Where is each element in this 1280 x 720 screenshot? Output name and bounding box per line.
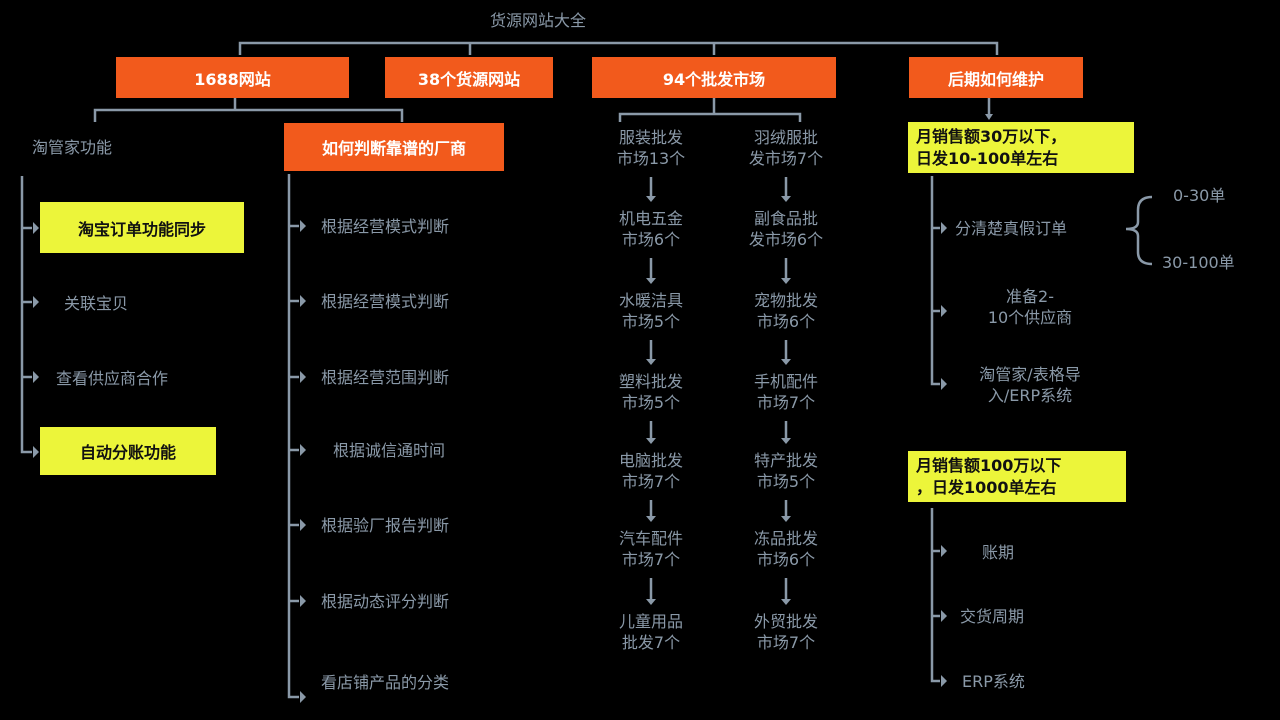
import-line1: 淘管家/表格导 [979,365,1081,384]
market-line: 发市场7个 [748,149,824,168]
market-item: 特产批发市场5个 [726,450,846,492]
vendor-item: 看店铺产品的分类 [321,673,450,692]
down-arrow-head [781,359,791,365]
market-line: 服装批发 [618,128,683,147]
import-line2: 入/ERP系统 [987,386,1073,405]
box-1688: 1688网站 [116,57,349,98]
vendor-item: 根据验厂报告判断 [321,516,450,535]
box1-line1: 月销售额30万以下， [916,126,1067,146]
prepare-line2: 10个供应商 [987,308,1073,327]
market-line: 市场5个 [756,472,816,491]
down-arrow-head [781,196,791,202]
item-order-sync: 淘宝订单功能同步 [40,202,244,253]
market-item: 儿童用品批发7个 [591,611,711,653]
down-arrow-head [781,599,791,605]
down-arrow-head [646,438,656,444]
market-line: 特产批发 [753,451,818,470]
box1-line2: 日发10-100单左右 [916,148,1059,168]
range-0-30: 0-30单 [1173,186,1226,205]
item-payment-term: 账期 [982,543,1015,562]
import-system: 淘管家/表格导 入/ERP系统 [955,364,1105,406]
down-arrow-head [781,438,791,444]
market-line: 水暖洁具 [618,291,683,310]
market-line: 市场6个 [756,312,816,331]
item-erp: ERP系统 [962,672,1025,691]
market-item: 汽车配件市场7个 [591,528,711,570]
market-line: 汽车配件 [618,529,683,548]
market-line: 羽绒服批 [753,128,818,147]
market-line: 手机配件 [753,372,818,391]
market-line: 发市场6个 [748,230,824,249]
market-item: 羽绒服批发市场7个 [726,127,846,169]
market-line: 外贸批发 [753,612,818,631]
market-line: 市场5个 [621,393,681,412]
market-line: 冻品批发 [753,529,818,548]
range-30-100: 30-100单 [1162,253,1235,272]
market-line: 市场7个 [756,393,816,412]
market-item: 冻品批发市场6个 [726,528,846,570]
market-item: 手机配件市场7个 [726,371,846,413]
down-arrow-head [646,196,656,202]
box-38-sites: 38个货源网站 [385,57,553,98]
market-item: 外贸批发市场7个 [726,611,846,653]
fake-orders: 分清楚真假订单 [955,219,1068,238]
box-vendor: 如何判断靠谱的厂商 [284,123,504,171]
prepare-suppliers: 准备2- 10个供应商 [960,286,1100,328]
prepare-line1: 准备2- [1006,287,1054,306]
market-line: 市场6个 [621,230,681,249]
down-arrow-head [646,599,656,605]
box-monthly-1m: 月销售额100万以下，日发1000单左右 [908,451,1126,502]
box-maintain: 后期如何维护 [909,57,1083,98]
item-link-products: 关联宝贝 [64,294,129,313]
market-line: 宠物批发 [753,291,818,310]
market-line: 市场7个 [621,472,681,491]
vendor-item: 根据经营模式判断 [321,217,450,236]
market-line: 电脑批发 [618,451,683,470]
vendor-item: 根据经营模式判断 [321,292,450,311]
down-arrow-head [646,278,656,284]
market-item: 塑料批发市场5个 [591,371,711,413]
market-item: 电脑批发市场7个 [591,450,711,492]
box-monthly-300k: 月销售额30万以下，日发10-100单左右 [908,122,1134,173]
market-line: 市场13个 [616,149,686,168]
market-line: 机电五金 [618,209,683,228]
market-line: 市场5个 [621,312,681,331]
box2-line1: 月销售额100万以下 [916,455,1062,475]
down-arrow-head [781,516,791,522]
item-delivery-cycle: 交货周期 [960,607,1025,626]
market-item: 宠物批发市场6个 [726,290,846,332]
vendor-item: 根据诚信通时间 [333,441,446,460]
market-line: 副食品批 [753,209,818,228]
root-title: 货源网站大全 [490,11,587,30]
down-arrow-head [781,278,791,284]
taoguanjia-header: 淘管家功能 [32,138,113,157]
item-auto-split: 自动分账功能 [40,427,216,475]
market-line: 儿童用品 [618,612,683,631]
market-line: 市场7个 [621,550,681,569]
box2-line2: ，日发1000单左右 [916,477,1057,497]
vendor-item: 根据动态评分判断 [321,592,450,611]
market-item: 机电五金市场6个 [591,208,711,250]
down-arrow-head [646,359,656,365]
market-line: 市场7个 [756,633,816,652]
market-line: 批发7个 [621,633,681,652]
market-item: 服装批发市场13个 [591,127,711,169]
market-item: 副食品批发市场6个 [726,208,846,250]
down-arrow-head [646,516,656,522]
item-view-suppliers: 查看供应商合作 [56,369,169,388]
market-line: 市场6个 [756,550,816,569]
market-item: 水暖洁具市场5个 [591,290,711,332]
box-94-markets: 94个批发市场 [592,57,836,98]
market-line: 塑料批发 [618,372,683,391]
vendor-item: 根据经营范围判断 [321,368,450,387]
